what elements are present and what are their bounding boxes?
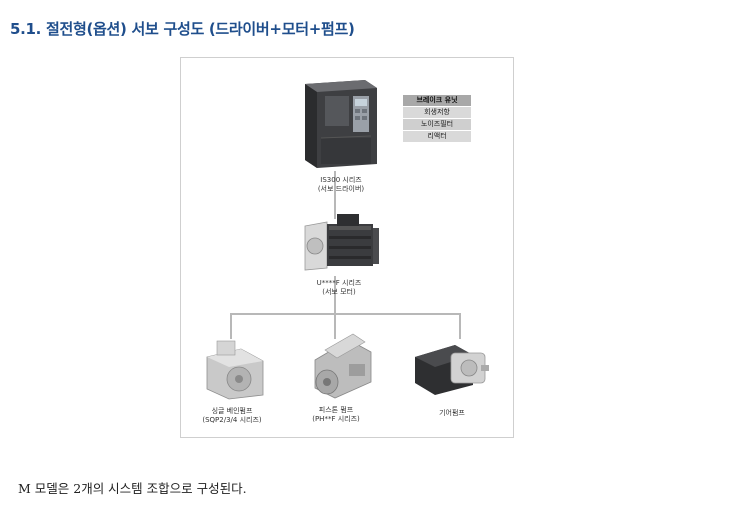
section-title: 5.1. 절전형(옵션) 서보 구성도 (드라이버+모터+펌프) [10,20,355,38]
connector-motor-branch [334,276,336,314]
servo-configuration-diagram: 브레이크 유닛 회생저항 노이즈필터 리액터 IS300 시리즈 (서보 드라이… [180,57,514,438]
connector-pump-right [459,313,461,339]
option-reactor: 리액터 [403,131,471,143]
option-regen-resistor: 회생저항 [403,107,471,119]
piston-pump-series: (PH**F 시리즈) [312,415,360,423]
piston-pump-name: 피스톤 펌프 [318,406,354,414]
drive-label-type: (서보 드라이버) [317,185,365,193]
options-table: 브레이크 유닛 회생저항 노이즈필터 리액터 [403,95,471,143]
drive-label: IS300 시리즈 (서보 드라이버) [301,176,381,194]
option-noise-filter: 노이즈필터 [403,119,471,131]
servo-drive-image [305,80,377,168]
vane-pump-series: (SQP2/3/4 시리즈) [202,416,262,424]
vane-pump-image [206,340,264,400]
piston-pump-image [314,333,372,399]
piston-pump-label: 피스톤 펌프 (PH**F 시리즈) [291,406,381,424]
gear-pump-name: 기어펌프 [439,409,465,417]
connector-pump-left [230,313,232,339]
motor-label-series: U****F 시리즈 [316,279,362,287]
option-header-brake-unit: 브레이크 유닛 [403,95,471,107]
gear-pump-label: 기어펌프 [417,409,487,418]
motor-label: U****F 시리즈 (서보 모터) [299,279,379,297]
drive-label-series: IS300 시리즈 [320,176,362,184]
gear-pump-image [415,345,489,395]
vane-pump-label: 싱글 베인펌프 (SQP2/3/4 시리즈) [187,407,277,425]
connector-drive-motor [334,171,336,219]
connector-pump-middle [334,313,336,339]
motor-label-type: (서보 모터) [322,288,356,296]
connector-horizontal-bus [230,313,461,315]
servo-motor-image [304,214,379,271]
vane-pump-name: 싱글 베인펌프 [211,407,253,415]
body-caption: M 모델은 2개의 시스템 조합으로 구성된다. [18,481,247,496]
